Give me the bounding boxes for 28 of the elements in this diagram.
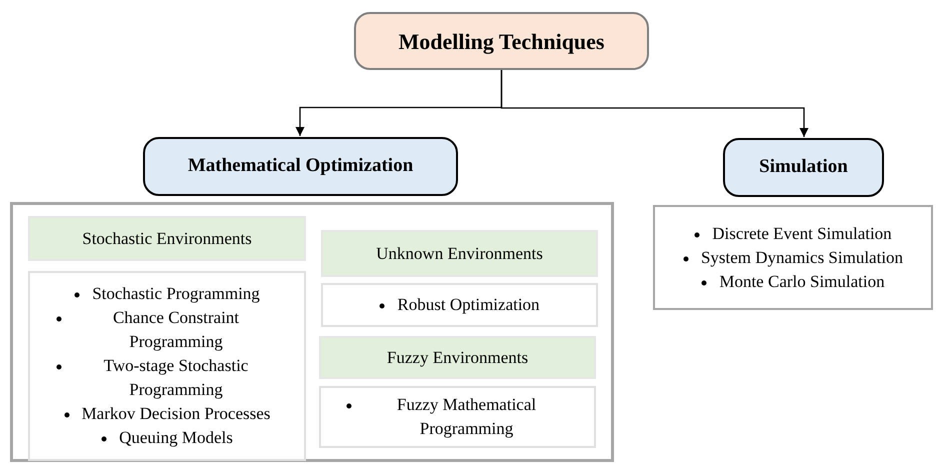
list-item: Monte Carlo Simulation — [719, 270, 885, 292]
technique-list-panel — [653, 205, 933, 310]
node-label: Unknown Environments — [376, 242, 543, 265]
group-panel — [10, 202, 614, 462]
list-item: Discrete Event Simulation — [712, 222, 892, 244]
node-label: Mathematical Optimization — [188, 154, 414, 178]
environment-header — [28, 216, 306, 261]
list-item: Queuing Models — [119, 427, 233, 449]
list-item: System Dynamics Simulation — [700, 246, 904, 269]
connector-arrow — [500, 70, 809, 137]
list-item: Stochastic Programming — [92, 283, 260, 305]
environment-header — [319, 336, 596, 379]
technique-list-box — [319, 386, 596, 448]
node-label: Modelling Techniques — [398, 28, 604, 56]
technique-list-box — [28, 271, 306, 461]
list-item: Markov Decision Processes — [82, 403, 270, 425]
category-box — [143, 137, 458, 196]
environment-header — [321, 230, 598, 277]
node-label: Stochastic Environments — [82, 228, 252, 250]
list-item: Two-stage Stochastic Programming — [102, 355, 250, 401]
root-box — [354, 12, 649, 70]
node-label: Simulation — [759, 155, 848, 180]
list-item: Fuzzy Mathematical Programming — [396, 394, 538, 440]
technique-list-box — [321, 283, 598, 327]
node-label: Fuzzy Environments — [386, 346, 528, 369]
list-item: Chance Constraint Programming — [112, 307, 240, 353]
category-box — [723, 138, 884, 197]
list-item: Robust Optimization — [397, 294, 540, 316]
